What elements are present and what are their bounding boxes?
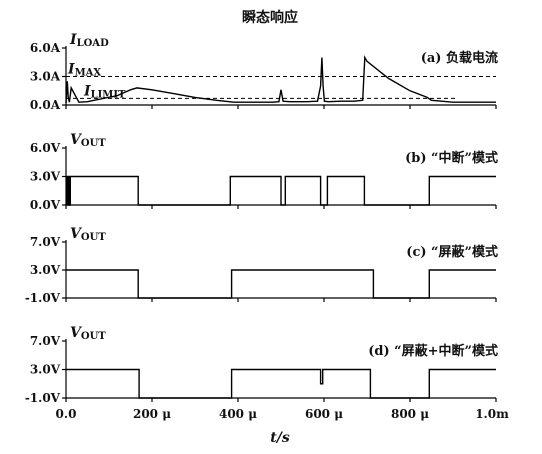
series-line: [66, 269, 496, 299]
y-tick-label: 7.0V: [30, 235, 61, 249]
y-tick-label: 3.0A: [30, 70, 61, 84]
panel-annotation: (b) “中断”模式: [405, 150, 498, 166]
x-tick-label: 800 μ: [391, 407, 429, 421]
y-tick-label: 3.0V: [30, 170, 61, 184]
y-axis-label: VOUT: [70, 132, 106, 149]
y-tick-label: 7.0V: [30, 334, 61, 348]
y-tick-label: 3.0V: [30, 363, 61, 377]
y-tick-label: -1.0V: [25, 391, 61, 405]
reference-line-label: IMAX: [67, 62, 101, 79]
x-tick-label: 200 μ: [133, 407, 171, 421]
panel-d: 7.0V 3.0V -1.0V VOUT (d) “屏蔽+中断”模式: [25, 325, 498, 405]
panel-annotation: (d) “屏蔽+中断”模式: [368, 343, 498, 359]
x-tick-label: 600 μ: [305, 407, 343, 421]
y-tick-label: 6.0V: [30, 141, 61, 155]
reference-line-label: ILIMIT: [83, 83, 126, 100]
series-line: [66, 175, 496, 206]
y-axis-label: VOUT: [70, 226, 106, 243]
y-tick-label: 6.0A: [30, 41, 61, 55]
y-tick-label: 3.0V: [30, 263, 61, 277]
x-tick-label: 0.0: [56, 407, 77, 421]
chart-title: 瞬态响应: [242, 9, 298, 26]
series-line: [66, 368, 496, 399]
y-axis-label: VOUT: [70, 325, 106, 342]
panels-group: 6.0A 3.0A 0.0A ILOAD IMAX ILIMIT (a) 负载电流 6.0V 3…: [25, 32, 498, 405]
x-axis-label: t/s: [270, 430, 290, 446]
panel-b: 6.0V 3.0V 0.0V VOUT (b) “中断”模式: [30, 132, 498, 212]
x-tick-label: 400 μ: [219, 407, 257, 421]
panel-annotation: (a) 负载电流: [421, 50, 498, 66]
y-tick-label: 0.0A: [30, 98, 61, 112]
x-tick-label: 1.0m: [475, 407, 509, 421]
panel-c: 7.0V 3.0V -1.0V VOUT (c) “屏蔽”模式: [25, 226, 498, 305]
y-tick-label: -1.0V: [25, 291, 61, 305]
series-line: [65, 55, 496, 104]
panel-annotation: (c) “屏蔽”模式: [406, 244, 498, 260]
y-axis-label: ILOAD: [69, 32, 109, 49]
x-tick-labels: 0.0 200 μ 400 μ 600 μ 800 μ 1.0m: [56, 407, 510, 421]
y-tick-label: 0.0V: [30, 198, 61, 212]
panel-a: 6.0A 3.0A 0.0A ILOAD IMAX ILIMIT (a) 负载电流: [30, 32, 498, 112]
